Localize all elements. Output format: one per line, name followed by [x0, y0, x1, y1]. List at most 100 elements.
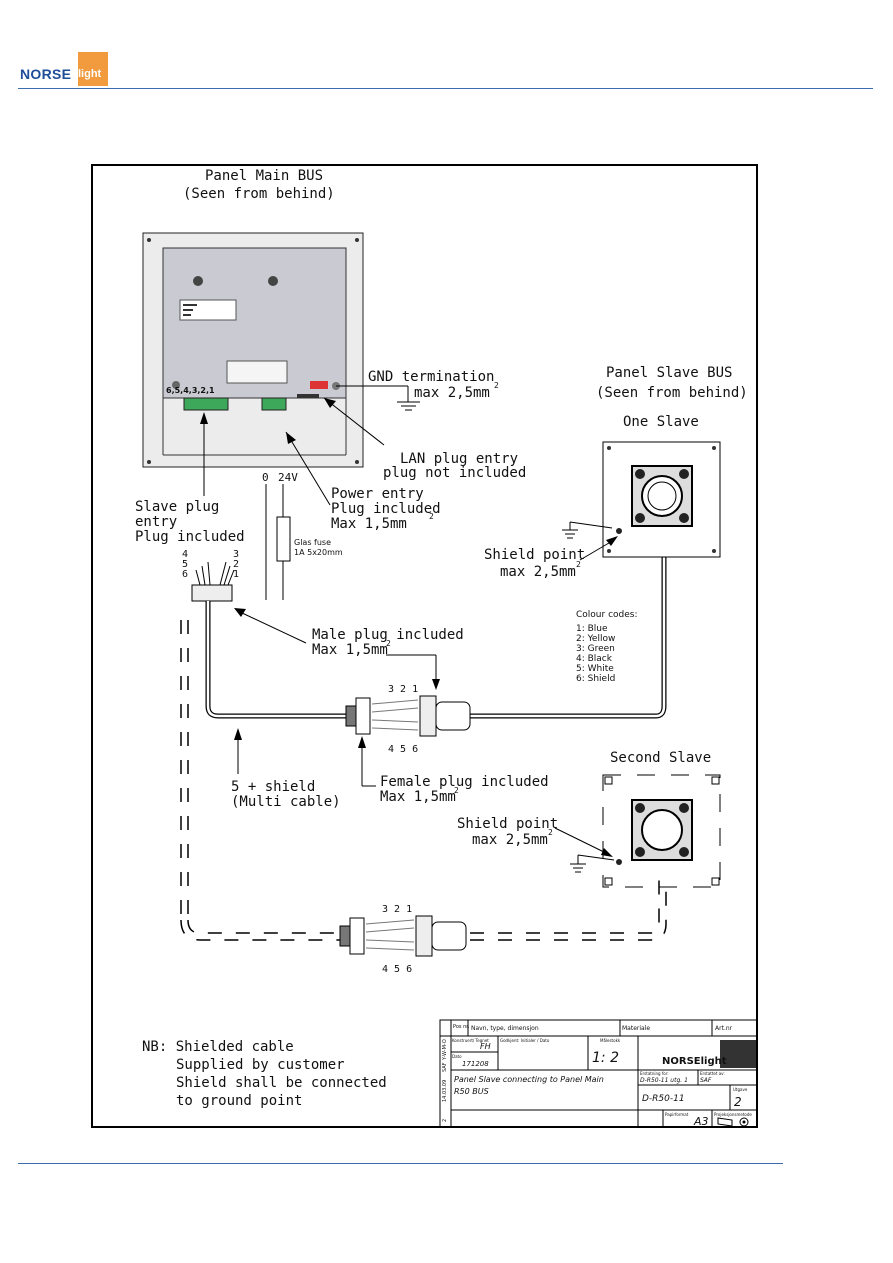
gnd-label: GND termination — [368, 369, 494, 385]
shield-superscript-one: 2 — [576, 560, 581, 569]
lan-sub: plug not included — [383, 465, 526, 481]
power-max: Max 1,5mm — [331, 516, 407, 532]
logo-square — [78, 52, 108, 86]
pin-3-label: 3 — [233, 549, 239, 560]
female-plug-label: Female plug included — [380, 774, 549, 790]
tb-paper-label: Papirformat — [665, 1112, 689, 1117]
shield-max-two: max 2,5mm — [472, 832, 548, 848]
tb-date-label: Dato — [452, 1054, 462, 1059]
footer-divider — [18, 1163, 783, 1164]
tb-pos-label: Pos nr. — [453, 1024, 470, 1030]
male-plug-label: Male plug included — [312, 627, 464, 643]
tb-replaces-value: D-R50-11 utg. 1 — [640, 1077, 688, 1084]
slave-plug-label-1: Slave plug — [135, 499, 219, 515]
tb-scale-value: 1: 2 — [592, 1050, 619, 1066]
pins-top-lower: 3 2 1 — [382, 904, 412, 915]
terminal-numbers: 6,5,4,3,2,1 — [166, 386, 215, 395]
colour-code-list: 1: Blue 2: Yellow 3: Green 4: Black 5: W… — [576, 624, 615, 684]
tb-name-header: Navn, type, dimensjon — [471, 1025, 539, 1032]
logo-sub-text: light — [78, 68, 102, 80]
pin-1-label: 1 — [233, 569, 239, 580]
nb-line-2: Supplied by customer — [176, 1057, 345, 1073]
colour-code-1: 1: Blue — [576, 624, 608, 634]
nb-line-4: to ground point — [176, 1093, 302, 1109]
colour-code-2: 2: Yellow — [576, 634, 615, 644]
tb-rev-col-4: 2 — [442, 1119, 448, 1122]
second-slave-label: Second Slave — [610, 750, 711, 766]
pin-6-label: 6 — [182, 569, 188, 580]
power-label: Power entry — [331, 486, 424, 502]
tb-replaced-by-label: Erstattet av: — [700, 1071, 725, 1076]
male-connector-top — [191, 561, 235, 602]
title-block — [439, 1019, 758, 1128]
colour-codes-title: Colour codes: — [576, 610, 638, 620]
main-panel-subtitle: (Seen from behind) — [183, 186, 335, 202]
pins-top-middle: 3 2 1 — [388, 684, 418, 695]
gnd-max: max 2,5mm — [414, 385, 490, 401]
nb-line-1: NB: Shielded cable — [142, 1039, 294, 1055]
tb-rev-col-1: Y-W-M-O — [442, 1039, 448, 1061]
tb-material-header: Materiale — [622, 1025, 650, 1032]
lan-label: LAN plug entry — [400, 451, 518, 467]
colour-code-3: 3: Green — [576, 644, 615, 654]
colour-code-6: 6: Shield — [576, 674, 615, 684]
volt-24: 24V — [278, 471, 298, 484]
slave-panel-title: Panel Slave BUS — [606, 365, 732, 381]
male-superscript: 2 — [386, 639, 391, 648]
tb-drawing-no: D-R50-11 — [642, 1094, 685, 1104]
slave-panel-one — [602, 441, 721, 558]
tb-paper-value: A3 — [693, 1115, 709, 1128]
tb-sheet-label: Utgave — [733, 1087, 748, 1092]
tb-description-2: R50 BUS — [454, 1087, 489, 1096]
cable-sub: (Multi cable) — [231, 794, 341, 810]
pin-2-label: 2 — [233, 559, 239, 570]
slave-plug-label-2: entry — [135, 514, 177, 530]
fuse-label: Glas fuse — [294, 538, 331, 547]
shield-point-two: Shield point — [457, 816, 558, 832]
header-divider — [18, 88, 873, 89]
main-panel-title: Panel Main BUS — [205, 168, 323, 184]
plug-pair-lower — [339, 915, 467, 957]
tb-logo-block — [720, 1040, 756, 1068]
slave-plug-label-3: Plug included — [135, 529, 245, 545]
projection-symbol-icon — [717, 1117, 749, 1127]
tb-description-1: Panel Slave connecting to Panel Main — [454, 1075, 604, 1084]
shield-max-one: max 2,5mm — [500, 564, 576, 580]
shield-superscript-two: 2 — [548, 828, 553, 837]
slave-panel-two — [602, 774, 721, 888]
gnd-superscript: 2 — [494, 381, 499, 390]
one-slave-label: One Slave — [623, 414, 699, 430]
tb-replaces-label: Erstatning for: — [640, 1071, 669, 1076]
tb-drawn-label: Konstruert/ Tegnet — [452, 1038, 489, 1043]
dashed-cable — [180, 620, 667, 941]
volt-0: 0 — [262, 471, 269, 484]
main-panel — [142, 232, 364, 468]
tb-replaced-by-value: SAF — [700, 1077, 712, 1084]
drawing-frame — [91, 164, 758, 1128]
power-superscript: 2 — [429, 512, 434, 521]
cable-label: 5 + shield — [231, 779, 315, 795]
tb-rev-col-2: SAF — [442, 1062, 448, 1072]
fuse-spec: 1A 5x20mm — [294, 548, 343, 557]
female-superscript: 2 — [454, 786, 459, 795]
male-plug-max: Max 1,5mm — [312, 642, 388, 658]
plug-pair-middle — [345, 695, 471, 737]
female-plug-max: Max 1,5mm — [380, 789, 456, 805]
nb-line-3: Shield shall be connected — [176, 1075, 387, 1091]
slave-panel-subtitle: (Seen from behind) — [596, 385, 748, 401]
tb-subject-label: Godkjent: Initialer / Dato — [500, 1038, 550, 1043]
colour-code-5: 5: White — [576, 664, 614, 674]
pins-bottom-lower: 4 5 6 — [382, 964, 412, 975]
shield-point-one: Shield point — [484, 547, 585, 563]
pin-4-label: 4 — [182, 549, 188, 560]
tb-logo-text: NORSElight — [662, 1056, 727, 1067]
tb-rev-col-3: 14.03.09 — [442, 1080, 448, 1102]
norselight-logo: NORSE light — [20, 52, 108, 86]
tb-sheet-value: 2 — [734, 1095, 742, 1109]
tb-date-value: 171208 — [462, 1060, 489, 1068]
pins-bottom-middle: 4 5 6 — [388, 744, 418, 755]
pin-5-label: 5 — [182, 559, 188, 570]
tb-projection-label: Projeksjonsmetode — [714, 1112, 752, 1117]
colour-code-4: 4: Black — [576, 654, 613, 664]
